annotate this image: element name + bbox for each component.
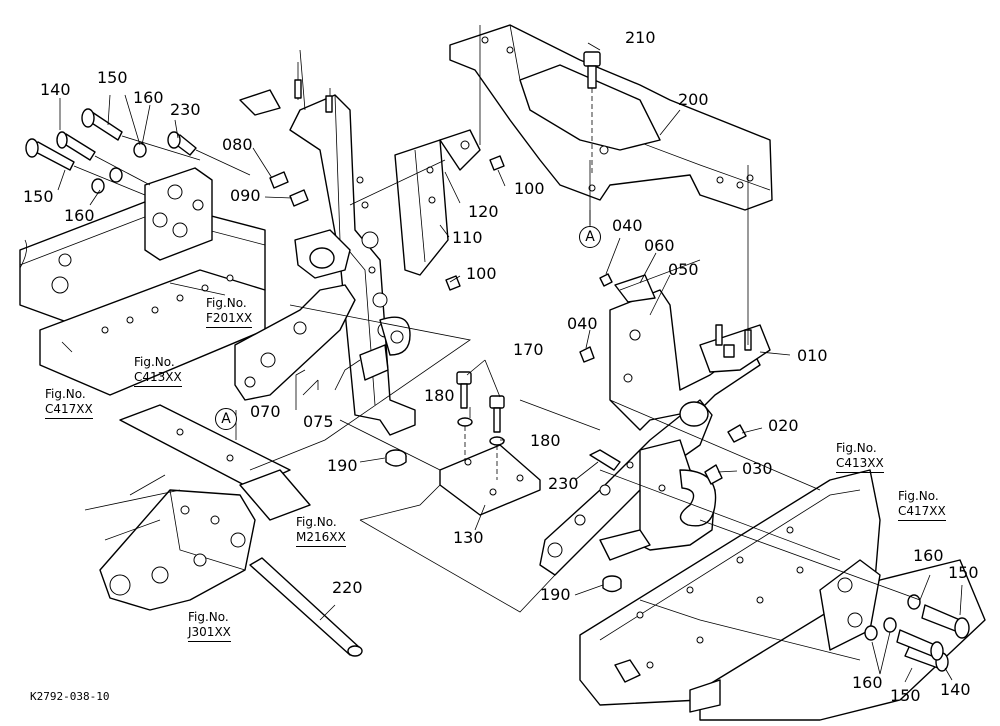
fig-ref-code: C417XX xyxy=(45,402,93,419)
right-bolts xyxy=(864,594,970,672)
callout-120: 120 xyxy=(468,202,499,221)
callout-150-left-top: 150 xyxy=(97,68,128,87)
callout-020: 020 xyxy=(768,416,799,435)
bolts-170 xyxy=(456,371,505,480)
callout-100-bottom: 100 xyxy=(466,264,497,283)
ref-a-top: A xyxy=(579,226,601,248)
fig-ref-code: J301XX xyxy=(188,625,231,642)
fig-ref-code: C417XX xyxy=(898,504,946,521)
callout-210: 210 xyxy=(625,28,656,47)
callout-050: 050 xyxy=(668,260,699,279)
top-bracket-200 xyxy=(449,24,773,211)
fig-ref-label: Fig.No. xyxy=(188,610,229,624)
callout-160-right-bottom: 160 xyxy=(852,673,883,692)
callout-110: 110 xyxy=(452,228,483,247)
fig-ref-label: Fig.No. xyxy=(836,441,877,455)
callout-150-right-bottom: 150 xyxy=(890,686,921,705)
callout-030: 030 xyxy=(742,459,773,478)
callout-190-left: 190 xyxy=(327,456,358,475)
callout-leaders xyxy=(57,42,963,683)
assembly-lines xyxy=(84,25,921,661)
left-arm-plate xyxy=(234,229,356,401)
callout-140-right: 140 xyxy=(940,680,971,699)
callout-150-right-top: 150 xyxy=(948,563,979,582)
callout-190-right: 190 xyxy=(540,585,571,604)
fig-ref-c417-left: Fig.No. C417XX xyxy=(45,387,93,419)
callout-075: 075 xyxy=(303,412,334,431)
bolt-210 xyxy=(583,51,601,175)
callout-140-left: 140 xyxy=(40,80,71,99)
fig-ref-code: M216XX xyxy=(296,530,346,547)
fig-ref-j301: Fig.No. J301XX xyxy=(188,610,231,642)
callout-200: 200 xyxy=(678,90,709,109)
fig-ref-label: Fig.No. xyxy=(45,387,86,401)
callout-040-top: 040 xyxy=(612,216,643,235)
pipe-220 xyxy=(249,557,363,657)
fig-ref-code: C413XX xyxy=(836,456,884,473)
callout-160-left-top: 160 xyxy=(133,88,164,107)
callout-220: 220 xyxy=(332,578,363,597)
nuts-190 xyxy=(385,449,622,593)
left-bracket-block xyxy=(144,167,213,261)
callout-230-right: 230 xyxy=(548,474,579,493)
fig-ref-c417-right: Fig.No. C417XX xyxy=(898,489,946,521)
left-bolts xyxy=(25,108,251,196)
callout-170: 170 xyxy=(513,340,544,359)
callout-180-left: 180 xyxy=(424,386,455,405)
fig-ref-label: Fig.No. xyxy=(206,296,247,310)
lower-left-beam xyxy=(119,404,311,521)
fig-ref-code: C413XX xyxy=(134,370,182,387)
fig-ref-c413-right: Fig.No. C413XX xyxy=(836,441,884,473)
callout-060: 060 xyxy=(644,236,675,255)
callout-100-top: 100 xyxy=(514,179,545,198)
hydraulic-block xyxy=(99,489,256,611)
callout-040-bottom: 040 xyxy=(567,314,598,333)
fig-ref-label: Fig.No. xyxy=(134,355,175,369)
center-main-bracket xyxy=(239,62,416,436)
callout-150-left-bottom: 150 xyxy=(23,187,54,206)
right-arm-plate xyxy=(539,399,717,576)
ref-a-bottom: A xyxy=(215,408,237,430)
fig-ref-code: F201XX xyxy=(206,311,253,328)
callout-130: 130 xyxy=(453,528,484,547)
fig-ref-label: Fig.No. xyxy=(898,489,939,503)
callout-090: 090 xyxy=(230,186,261,205)
fig-ref-f201: Fig.No. F201XX xyxy=(206,296,253,328)
callout-230-left: 230 xyxy=(170,100,201,119)
callout-160-right-top: 160 xyxy=(913,546,944,565)
callout-070: 070 xyxy=(250,402,281,421)
bracket-110 xyxy=(394,129,481,276)
plate-130 xyxy=(439,444,541,516)
callout-080: 080 xyxy=(222,135,253,154)
right-small-bolts xyxy=(269,155,747,485)
callout-180-right: 180 xyxy=(530,431,561,450)
right-main-bracket xyxy=(609,274,771,431)
fig-ref-m216: Fig.No. M216XX xyxy=(296,515,346,547)
fig-ref-c413-left: Fig.No. C413XX xyxy=(134,355,182,387)
callout-010: 010 xyxy=(797,346,828,365)
callout-160-left-bottom: 160 xyxy=(64,206,95,225)
drawing-number: K2792-038-10 xyxy=(30,690,110,703)
fig-ref-label: Fig.No. xyxy=(296,515,337,529)
